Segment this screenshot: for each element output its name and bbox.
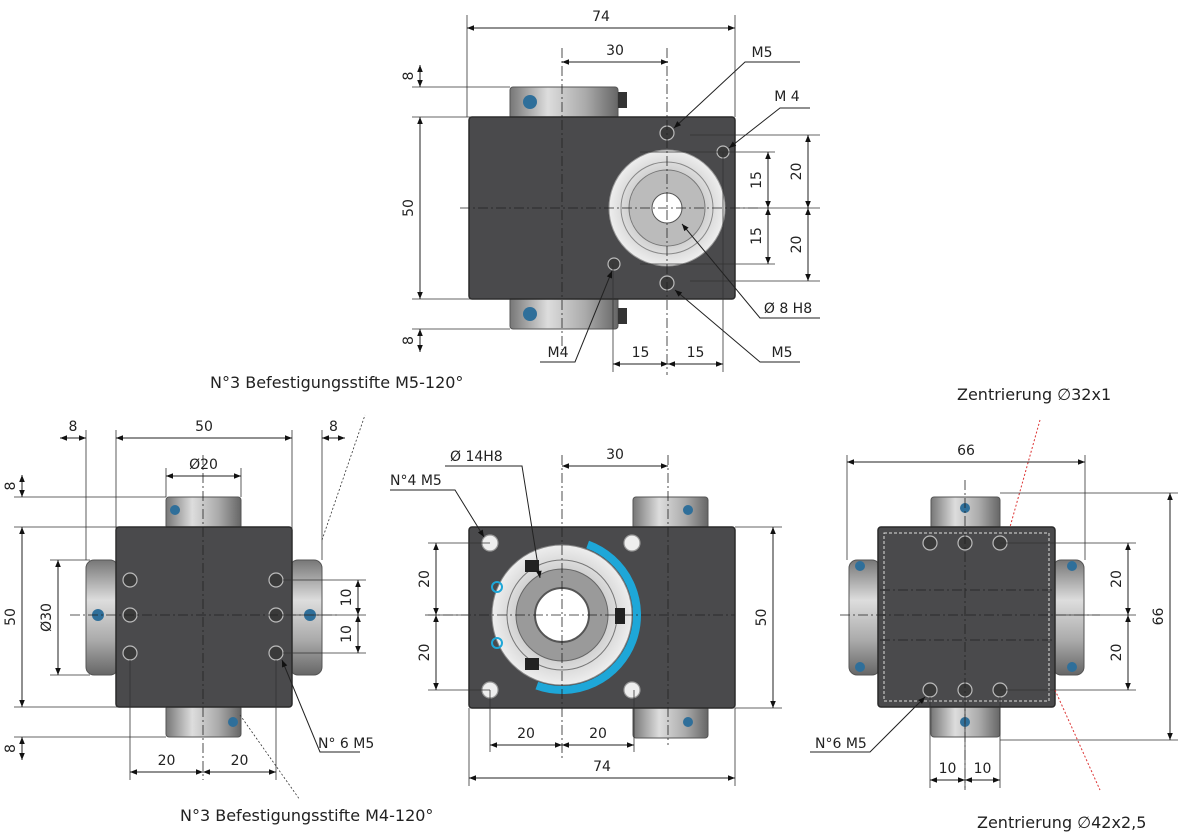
dimension-label: 10 — [339, 625, 355, 643]
hole-group — [122, 572, 284, 661]
side-view — [70, 414, 366, 801]
caption-m4-pins: N°3 Befestigungsstifte M4-120° — [180, 806, 433, 825]
clamp-right — [1052, 559, 1085, 676]
dimension-label: 20 — [417, 570, 433, 588]
pin-icon — [618, 308, 627, 324]
callout-n4-m5: N°4 M5 — [390, 473, 442, 489]
dimension-label: 10 — [939, 761, 957, 777]
dimension-label: 10 — [339, 589, 355, 607]
callout-m5: M5 — [772, 345, 793, 361]
dimension-label: 20 — [789, 163, 805, 181]
dimension-label: 20 — [1109, 570, 1125, 588]
pin-icon — [618, 92, 627, 108]
leader-line — [674, 289, 800, 363]
dimension-label: 8 — [401, 72, 417, 81]
callout-centering-32: Zentrierung ∅32x1 — [957, 385, 1111, 404]
top-view — [460, 48, 760, 375]
dimension-label: 15 — [749, 227, 765, 245]
leader-line — [681, 223, 820, 319]
dimension-label: 20 — [517, 726, 535, 742]
callout-m4: M 4 — [774, 89, 800, 105]
housing-body — [877, 526, 1056, 708]
leader-line — [445, 465, 542, 579]
back-view — [840, 419, 1101, 791]
leader-line — [673, 61, 800, 129]
dimension-label: Ø20 — [189, 457, 218, 473]
clamp-top — [632, 496, 709, 530]
dimension-label: 20 — [1109, 644, 1125, 662]
dimension-label: 50 — [401, 199, 417, 217]
front-view — [425, 455, 736, 760]
dimension-label: 8 — [69, 419, 78, 435]
hole-m5 — [623, 681, 641, 699]
caption-m5-pins: N°3 Befestigungsstifte M5-120° — [210, 373, 463, 392]
dimension-label: 50 — [3, 608, 19, 626]
dimension-label: 66 — [957, 443, 975, 459]
dimension-label: 20 — [417, 644, 433, 662]
screw-icon — [523, 95, 537, 109]
dimension-label: 20 — [589, 726, 607, 742]
housing-body — [115, 526, 293, 708]
dimension-label: 8 — [401, 336, 417, 345]
screw-icon — [523, 307, 537, 321]
leader-line — [728, 107, 810, 149]
leader-line — [390, 489, 485, 538]
dimension-label: 15 — [749, 171, 765, 189]
clamp-bottom — [632, 705, 709, 739]
dimension-label: 20 — [158, 753, 176, 769]
dimension-label: 50 — [754, 609, 770, 627]
dimension-label: 8 — [3, 744, 19, 753]
leader-line — [281, 659, 360, 753]
dimension-lines — [14, 15, 1178, 788]
dimension-label: 20 — [231, 753, 249, 769]
leader-line — [540, 270, 613, 363]
dimension-label: Ø30 — [39, 603, 55, 632]
dimension-label: 30 — [606, 43, 624, 59]
callout-n6-m5: N°6 M5 — [815, 736, 867, 752]
dimension-label: 8 — [3, 482, 19, 491]
leader-line — [810, 696, 926, 753]
dimension-label: 74 — [593, 759, 611, 775]
clamp-left — [848, 559, 881, 676]
dimension-label: 30 — [606, 447, 624, 463]
dimension-label: 15 — [687, 345, 705, 361]
callout-n6-m5: N° 6 M5 — [318, 736, 374, 752]
callout-centering-42: Zentrierung ∅42x2,5 — [977, 813, 1146, 832]
clamp-top — [930, 496, 1001, 530]
callout-m4: M4 — [548, 345, 569, 361]
dimension-label: 74 — [592, 9, 610, 25]
hole-m5 — [623, 534, 641, 552]
dimension-label: 8 — [329, 419, 338, 435]
callout-m5: M5 — [752, 45, 773, 61]
dimension-label: 10 — [974, 761, 992, 777]
dimension-label: 50 — [195, 419, 213, 435]
callout-bore-diameter: Ø 8 H8 — [764, 301, 812, 317]
dimension-label: 15 — [632, 345, 650, 361]
dimension-label: 66 — [1151, 608, 1167, 626]
callout-bore-diameter: Ø 14H8 — [450, 449, 503, 465]
dimension-label: 20 — [789, 236, 805, 254]
hole-m4 — [607, 257, 621, 271]
